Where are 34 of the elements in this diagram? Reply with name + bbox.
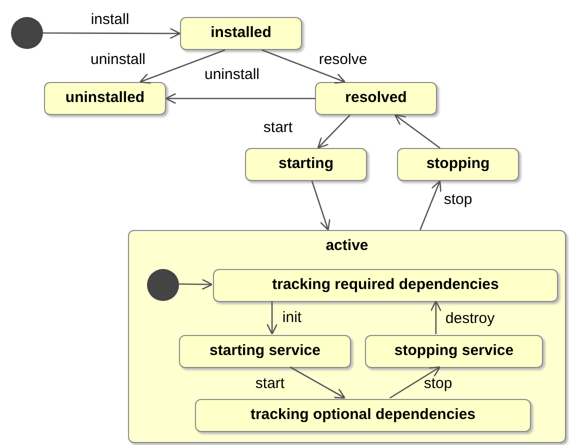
- state-box: stopping service: [365, 335, 543, 368]
- edge-label: resolve: [318, 50, 368, 70]
- edge-label: destroy: [445, 308, 495, 329]
- composite-state-box: [128, 230, 566, 443]
- transition-arrow: [139, 49, 226, 84]
- transition-arrow: [317, 114, 350, 149]
- transition-arrow: [165, 92, 315, 104]
- edge-label: stop: [444, 190, 472, 210]
- transition-arrow: [430, 300, 442, 334]
- transition-arrow: [390, 366, 441, 399]
- state-box: tracking optional dependencies: [195, 399, 531, 432]
- state-box: starting: [245, 148, 367, 181]
- transition-arrow: [43, 28, 181, 40]
- transition-arrow: [420, 180, 442, 230]
- transition-arrow: [178, 278, 213, 290]
- edge-label: install: [90, 10, 130, 30]
- transition-arrow: [262, 49, 346, 84]
- state-box: uninstalled: [44, 82, 166, 115]
- state-box: starting service: [179, 335, 351, 368]
- transition-arrow: [311, 180, 330, 231]
- state-box: stopping: [397, 148, 519, 181]
- edge-label: start: [255, 374, 285, 394]
- state-box: installed: [180, 17, 302, 50]
- transition-arrow: [290, 366, 346, 399]
- edge-label: init: [282, 308, 302, 328]
- transition-arrow: [266, 301, 278, 335]
- edge-label: start: [263, 118, 293, 138]
- edge-label: uninstall: [90, 50, 146, 70]
- state-box: resolved: [315, 82, 437, 115]
- transition-arrow: [394, 114, 440, 149]
- state-title: active: [324, 236, 370, 256]
- edge-label: stop: [424, 374, 452, 394]
- edge-label: uninstall: [204, 64, 260, 85]
- state-box: tracking required dependencies: [213, 269, 558, 302]
